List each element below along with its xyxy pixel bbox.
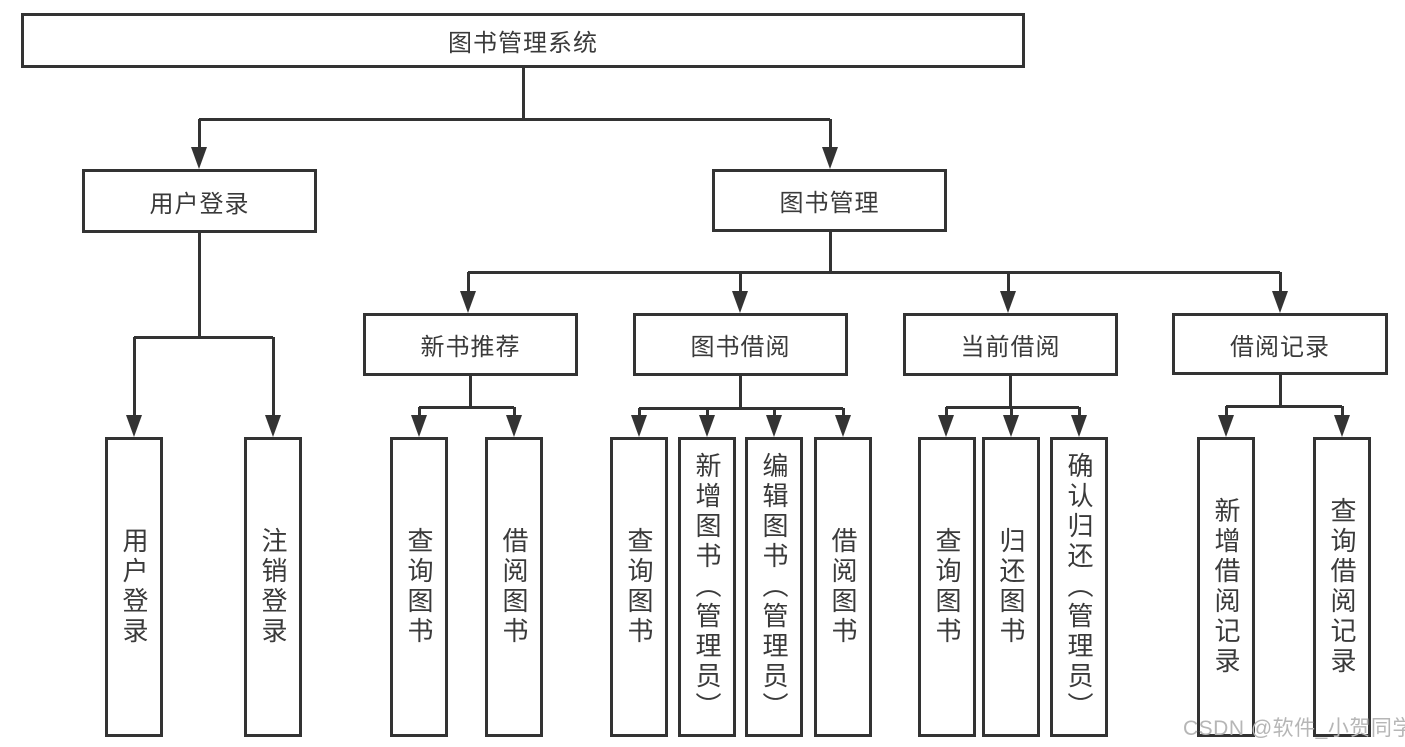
node-label: 新增借阅记录 [1211,497,1241,677]
connector-new-book-recommend-split-rail [419,405,514,409]
arrowhead-down-icon [766,415,782,437]
connector-current-borrowing-split-arrow-shaft [1009,407,1013,419]
arrowhead-down-icon [1272,291,1288,313]
arrowhead-down-icon [411,415,427,437]
node-borrowing-records: 借阅记录 [1172,313,1388,375]
connector-borrowing-records-split-stem [1278,375,1282,406]
connector-user-login-split-arrow-shaft [132,337,136,419]
node-leaf-logout: 注销登录 [244,437,302,737]
node-label: 新书推荐 [420,334,521,361]
node-label: 当前借阅 [960,334,1061,361]
connector-book-borrowing-split-arrow-shaft [705,408,709,419]
node-label: 用户登录 [149,190,250,218]
connector-borrowing-records-split-arrow-shaft [1340,406,1344,419]
arrowhead-down-icon [460,291,476,313]
arrowhead-down-icon [631,415,647,437]
node-leaf-rec-borrow-book: 借阅图书 [485,437,543,737]
connector-new-book-recommend-split-arrow-shaft [512,407,516,419]
connector-book-borrowing-split-arrow-shaft [637,408,641,419]
node-root: 图书管理系统 [21,13,1025,68]
arrowhead-down-icon [1334,415,1350,437]
connector-borrowing-records-split-rail [1226,404,1342,408]
connector-user-login-split-stem [197,233,201,337]
node-leaf-bor-query-book: 查询图书 [610,437,668,737]
connector-current-borrowing-split-arrow-shaft [944,407,948,419]
connector-user-login-split-rail [134,335,273,339]
connector-current-borrowing-split-stem [1008,376,1012,407]
node-label: 用户登录 [119,527,149,647]
node-label: 归还图书 [996,527,1026,647]
arrowhead-down-icon [938,415,954,437]
node-label: 编辑图书（管理员） [759,452,789,722]
connector-book-management-split-stem [828,232,832,272]
node-new-book-recommend: 新书推荐 [363,313,578,376]
node-leaf-cur-return-book: 归还图书 [982,437,1040,737]
connector-book-management-split-arrow-shaft [1278,272,1282,295]
node-book-management: 图书管理 [712,169,947,232]
arrowhead-down-icon [732,291,748,313]
node-label: 确认归还（管理员） [1064,452,1094,722]
node-leaf-bor-edit-book: 编辑图书（管理员） [745,437,803,737]
csdn-watermark: CSDN @软件_小贺同学 [1183,717,1405,740]
node-leaf-rec-query-book: 查询图书 [390,437,448,737]
arrowhead-down-icon [1000,291,1016,313]
connector-root-split-arrow-shaft [828,119,832,151]
node-current-borrowing: 当前借阅 [903,313,1118,376]
connector-book-management-split-arrow-shaft [738,272,742,295]
node-user-login: 用户登录 [82,169,317,233]
arrowhead-down-icon [1003,415,1019,437]
connector-book-borrowing-split-arrow-shaft [772,408,776,419]
node-leaf-bor-add-book: 新增图书（管理员） [678,437,736,737]
node-label: 图书管理系统 [448,30,598,57]
connector-new-book-recommend-split-stem [468,376,472,407]
node-label: 查询图书 [404,527,434,647]
arrowhead-down-icon [1071,415,1087,437]
connector-book-management-split-arrow-shaft [466,272,470,295]
node-leaf-recd-add-record: 新增借阅记录 [1197,437,1255,737]
connector-book-borrowing-split-rail [639,406,843,410]
node-label: 查询图书 [932,527,962,647]
node-leaf-cur-confirm: 确认归还（管理员） [1050,437,1108,737]
arrowhead-down-icon [191,147,207,169]
arrowhead-down-icon [835,415,851,437]
arrowhead-down-icon [506,415,522,437]
arrowhead-down-icon [1218,415,1234,437]
connector-root-split-stem [521,68,525,119]
node-label: 查询图书 [624,527,654,647]
arrowhead-down-icon [126,415,142,437]
arrowhead-down-icon [699,415,715,437]
connector-borrowing-records-split-arrow-shaft [1224,406,1228,419]
connector-book-management-split-rail [468,270,1280,274]
node-leaf-bor-borrow-book: 借阅图书 [814,437,872,737]
node-label: 注销登录 [258,527,288,647]
node-label: 新增图书（管理员） [692,452,722,722]
connector-book-borrowing-split-stem [738,376,742,408]
node-label: 借阅图书 [499,527,529,647]
connector-current-borrowing-split-rail [946,405,1079,409]
node-leaf-cur-query-book: 查询图书 [918,437,976,737]
connector-book-borrowing-split-arrow-shaft [841,408,845,419]
node-book-borrowing: 图书借阅 [633,313,848,376]
connector-new-book-recommend-split-arrow-shaft [417,407,421,419]
node-leaf-user-login: 用户登录 [105,437,163,737]
connector-book-management-split-arrow-shaft [1006,272,1010,295]
node-label: 查询借阅记录 [1327,497,1357,677]
node-label: 借阅记录 [1230,333,1330,361]
arrowhead-down-icon [265,415,281,437]
node-leaf-recd-query-record: 查询借阅记录 [1313,437,1371,737]
node-label: 图书借阅 [690,334,791,361]
node-label: 图书管理 [779,190,880,217]
connector-user-login-split-arrow-shaft [271,337,275,419]
connector-root-split-rail [199,117,830,121]
connector-current-borrowing-split-arrow-shaft [1077,407,1081,419]
arrowhead-down-icon [822,147,838,169]
connector-root-split-arrow-shaft [197,119,201,151]
node-label: 借阅图书 [828,527,858,647]
